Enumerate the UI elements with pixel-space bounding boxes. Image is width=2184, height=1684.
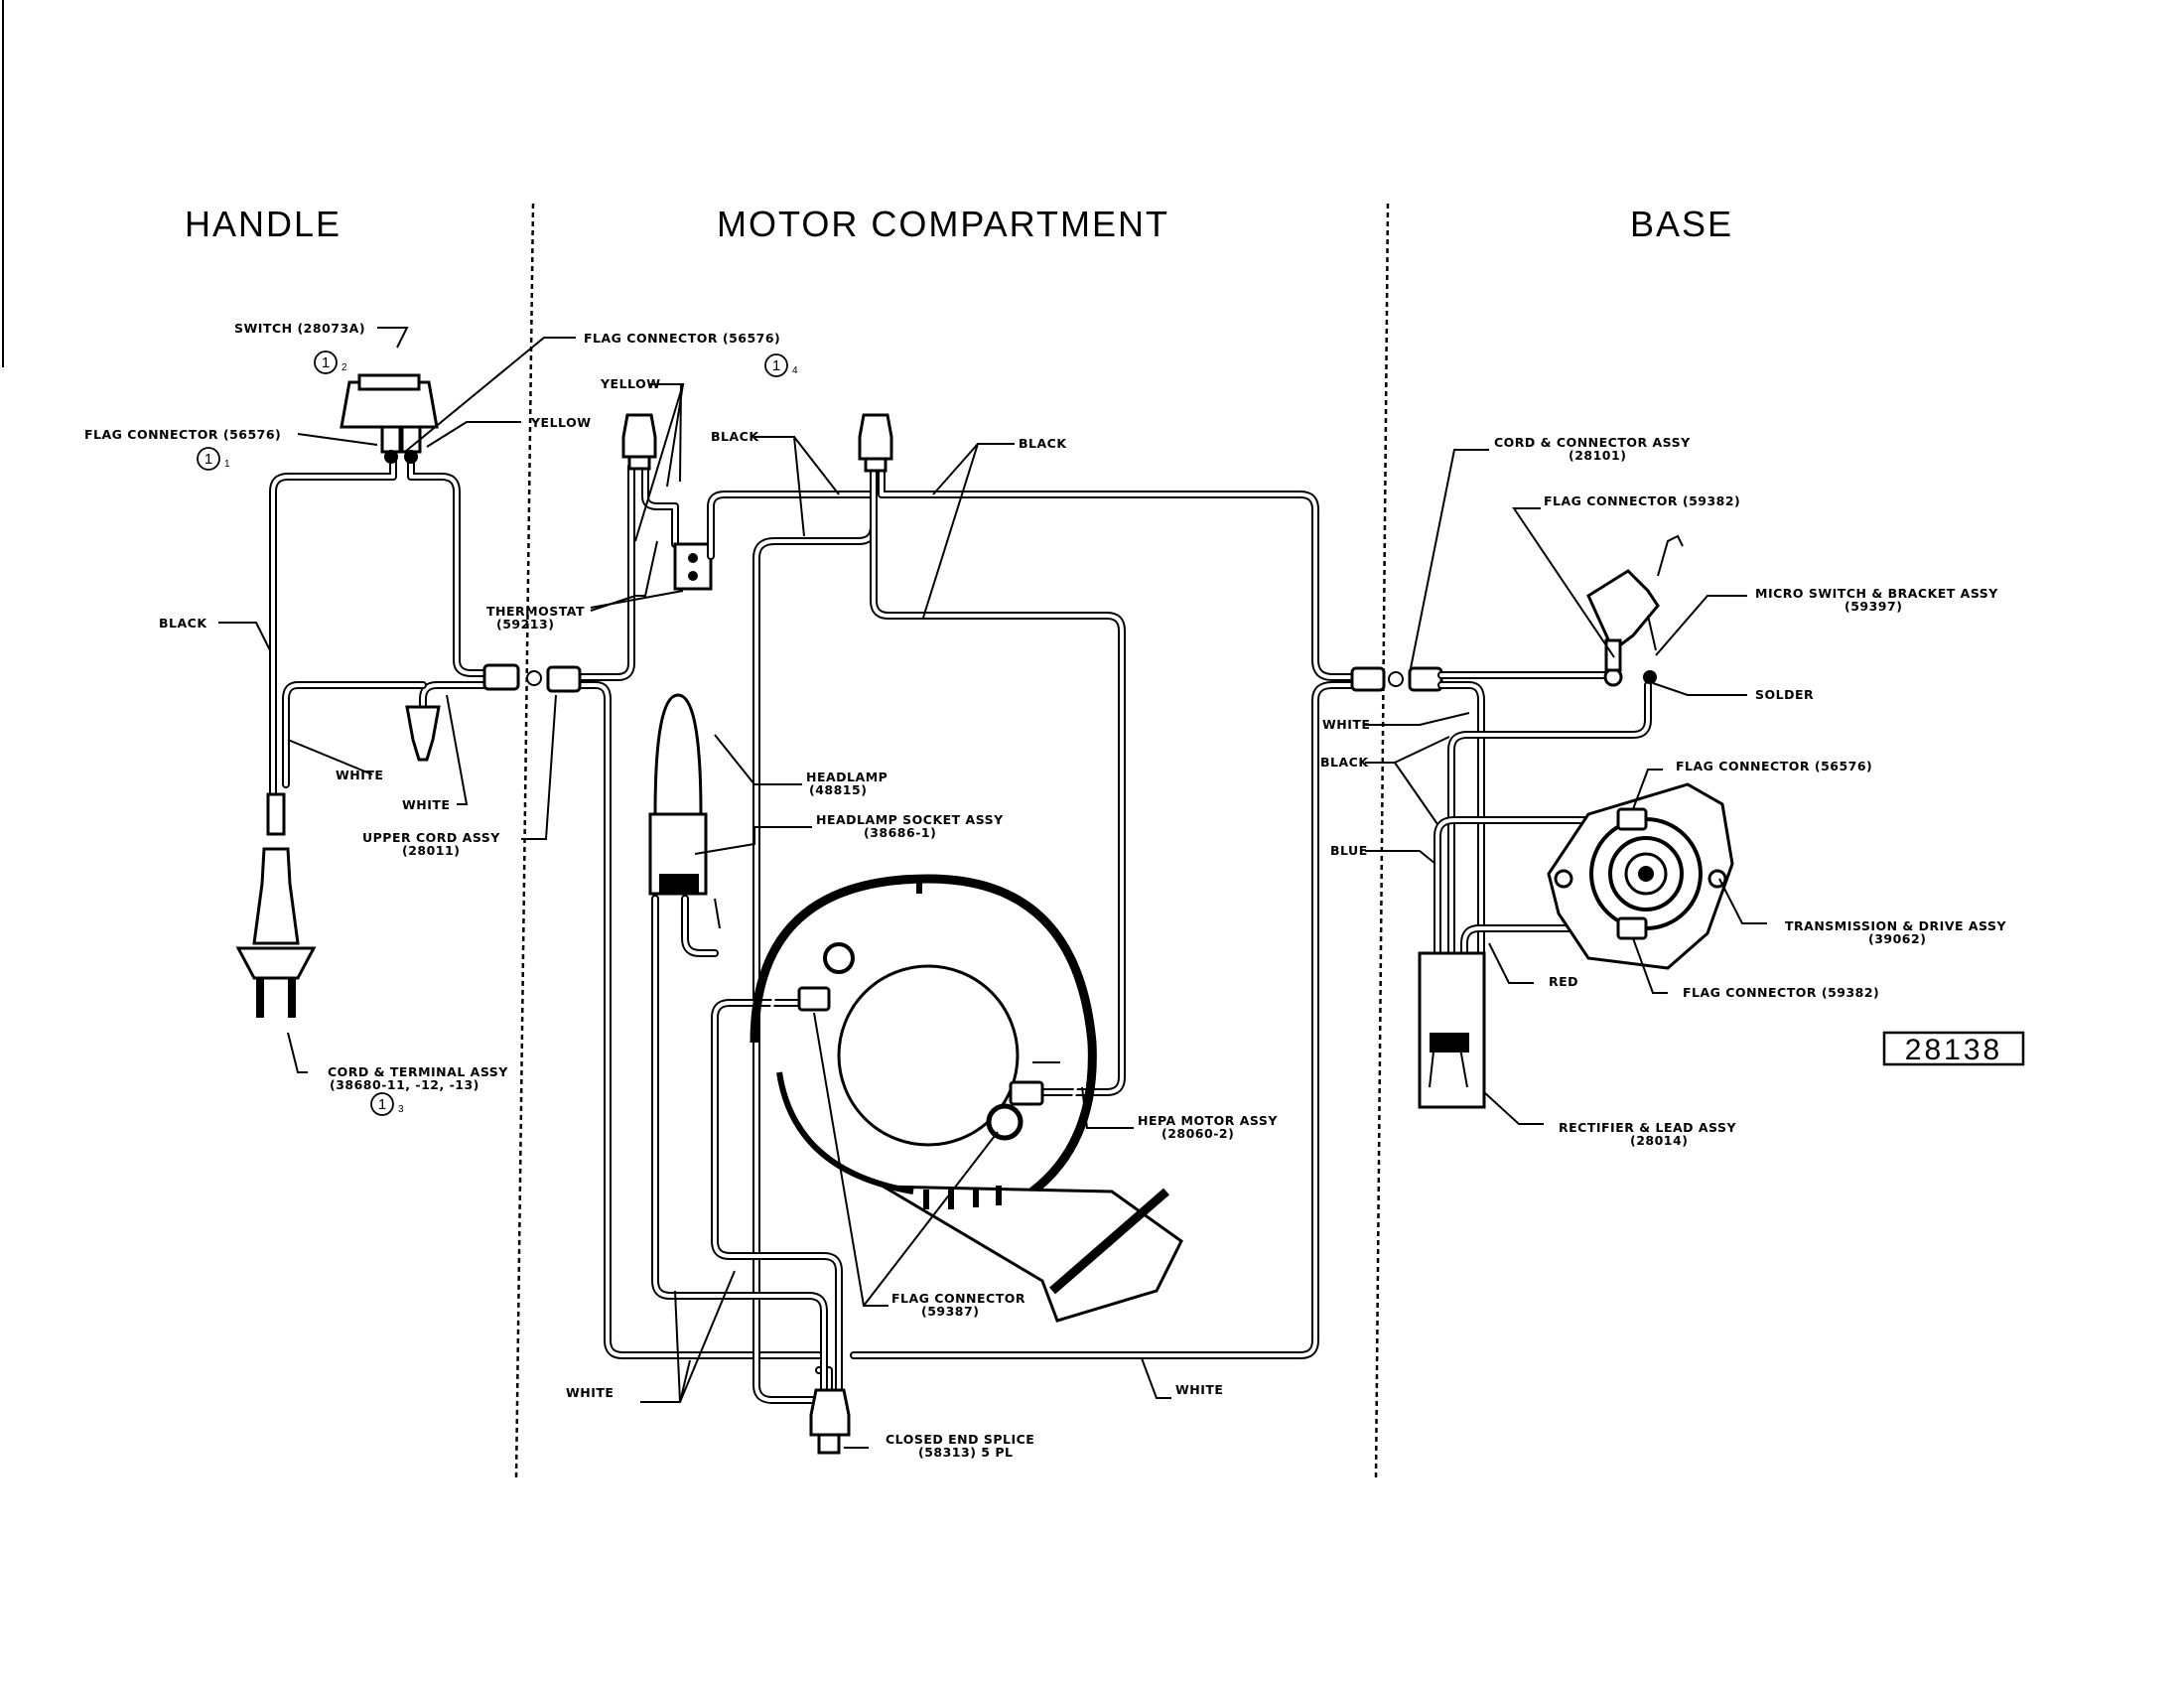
micro-switch-bracket: [1586, 534, 1684, 687]
label-yellow-1: YELLOW: [600, 376, 661, 391]
transmission-drive: [1547, 782, 1734, 970]
label-cord-connector: CORD & CONNECTOR ASSY: [1494, 435, 1691, 450]
label-red-base: RED: [1549, 974, 1578, 989]
label-black-base: BLACK: [1320, 755, 1369, 770]
base-wires: [1433, 671, 1652, 1076]
callout-flag-left: 1 1: [197, 447, 230, 471]
rocker-switch: [340, 373, 439, 464]
svg-text:1: 1: [205, 451, 212, 468]
label-black-1: BLACK: [711, 429, 759, 444]
label-flag-connector-handle-left: FLAG CONNECTOR (56576): [84, 427, 281, 442]
label-headlamp-socket-part: (38686-1): [864, 825, 936, 840]
label-flag-connector-handle-top: FLAG CONNECTOR (56576): [584, 331, 780, 346]
label-white-base: WHITE: [1322, 717, 1370, 732]
label-transmission: TRANSMISSION & DRIVE ASSY: [1785, 918, 2007, 933]
label-flag-connector-base-top: FLAG CONNECTOR (59382): [1544, 493, 1740, 508]
section-title-handle: HANDLE: [185, 204, 341, 244]
divider-motor-base: [1374, 203, 1390, 1480]
label-white-motor-right: WHITE: [1175, 1382, 1223, 1397]
label-hepa-motor: HEPA MOTOR ASSY: [1138, 1113, 1278, 1128]
wire-nut-black: [858, 413, 893, 473]
svg-text:1: 1: [224, 459, 230, 470]
wire-nut-handle: [405, 705, 441, 762]
svg-text:1: 1: [322, 354, 330, 371]
label-cord-terminal-part: (38680-11, -12, -13): [330, 1077, 479, 1092]
label-white-handle-2: WHITE: [402, 797, 450, 812]
label-micro-switch: MICRO SWITCH & BRACKET ASSY: [1755, 586, 1998, 601]
hepa-motor: [750, 874, 1183, 1323]
label-yellow-2: YELLOW: [530, 415, 592, 430]
label-black-handle: BLACK: [159, 616, 207, 631]
label-flag-connector-motor-part: (59387): [921, 1304, 979, 1319]
divider-handle-motor: [514, 203, 535, 1480]
label-transmission-part: (39062): [1868, 931, 1926, 946]
drawing-number: 28138: [1905, 1034, 2002, 1066]
label-rectifier-part: (28014): [1630, 1133, 1688, 1148]
inline-connector-handle: [482, 663, 582, 693]
label-cord-connector-part: (28101): [1569, 448, 1626, 463]
svg-text:3: 3: [398, 1104, 404, 1115]
callout-flag-top: 1 4: [764, 353, 798, 377]
motor-wires: [651, 463, 1374, 1414]
svg-text:4: 4: [792, 365, 798, 376]
label-flag-connector-base-low: FLAG CONNECTOR (59382): [1683, 985, 1879, 1000]
section-title-base: BASE: [1630, 204, 1733, 244]
handle-wires: [269, 455, 823, 1359]
leader-lines: [218, 327, 1767, 1449]
label-blue-base: BLUE: [1330, 843, 1368, 858]
label-solder: SOLDER: [1755, 687, 1814, 702]
label-micro-switch-part: (59397): [1844, 599, 1902, 614]
svg-text:2: 2: [341, 362, 347, 373]
label-hepa-motor-part: (28060-2): [1161, 1126, 1234, 1141]
label-closed-end-splice-part: (58313) 5 PL: [918, 1445, 1013, 1460]
label-black-2: BLACK: [1019, 436, 1067, 451]
rectifier: [1418, 951, 1486, 1109]
label-thermostat: THERMOSTAT: [486, 604, 585, 619]
inline-connector-base: [1350, 666, 1443, 692]
label-switch: SWITCH (28073A): [234, 321, 365, 336]
headlamp: [648, 693, 721, 929]
callout-switch: 1 2: [314, 351, 347, 374]
svg-text:1: 1: [772, 357, 780, 374]
label-closed-end-splice: CLOSED END SPLICE: [886, 1432, 1034, 1447]
label-cord-terminal: CORD & TERMINAL ASSY: [328, 1064, 508, 1079]
drawing-number-box: 28138: [1882, 1031, 2025, 1066]
closed-end-splice: [809, 1388, 851, 1455]
label-headlamp-part: (48815): [809, 782, 867, 797]
label-white-handle-1: WHITE: [336, 768, 383, 782]
label-headlamp-socket: HEADLAMP SOCKET ASSY: [816, 812, 1004, 827]
svg-text:1: 1: [378, 1096, 386, 1113]
label-rectifier: RECTIFIER & LEAD ASSY: [1559, 1120, 1736, 1135]
label-flag-connector-base-mid: FLAG CONNECTOR (56576): [1676, 759, 1872, 773]
label-flag-connector-motor: FLAG CONNECTOR: [891, 1291, 1025, 1306]
section-title-motor: MOTOR COMPARTMENT: [717, 204, 1169, 244]
label-upper-cord: UPPER CORD ASSY: [362, 830, 500, 845]
label-white-motor-left: WHITE: [566, 1385, 614, 1400]
label-thermostat-part: (59213): [496, 617, 554, 632]
thermostat: [673, 542, 713, 591]
label-headlamp: HEADLAMP: [806, 770, 887, 784]
label-upper-cord-part: (28011): [402, 843, 460, 858]
callout-cord: 1 3: [370, 1092, 404, 1116]
wire-nut-yellow: [621, 413, 657, 471]
power-plug: [235, 792, 317, 1018]
